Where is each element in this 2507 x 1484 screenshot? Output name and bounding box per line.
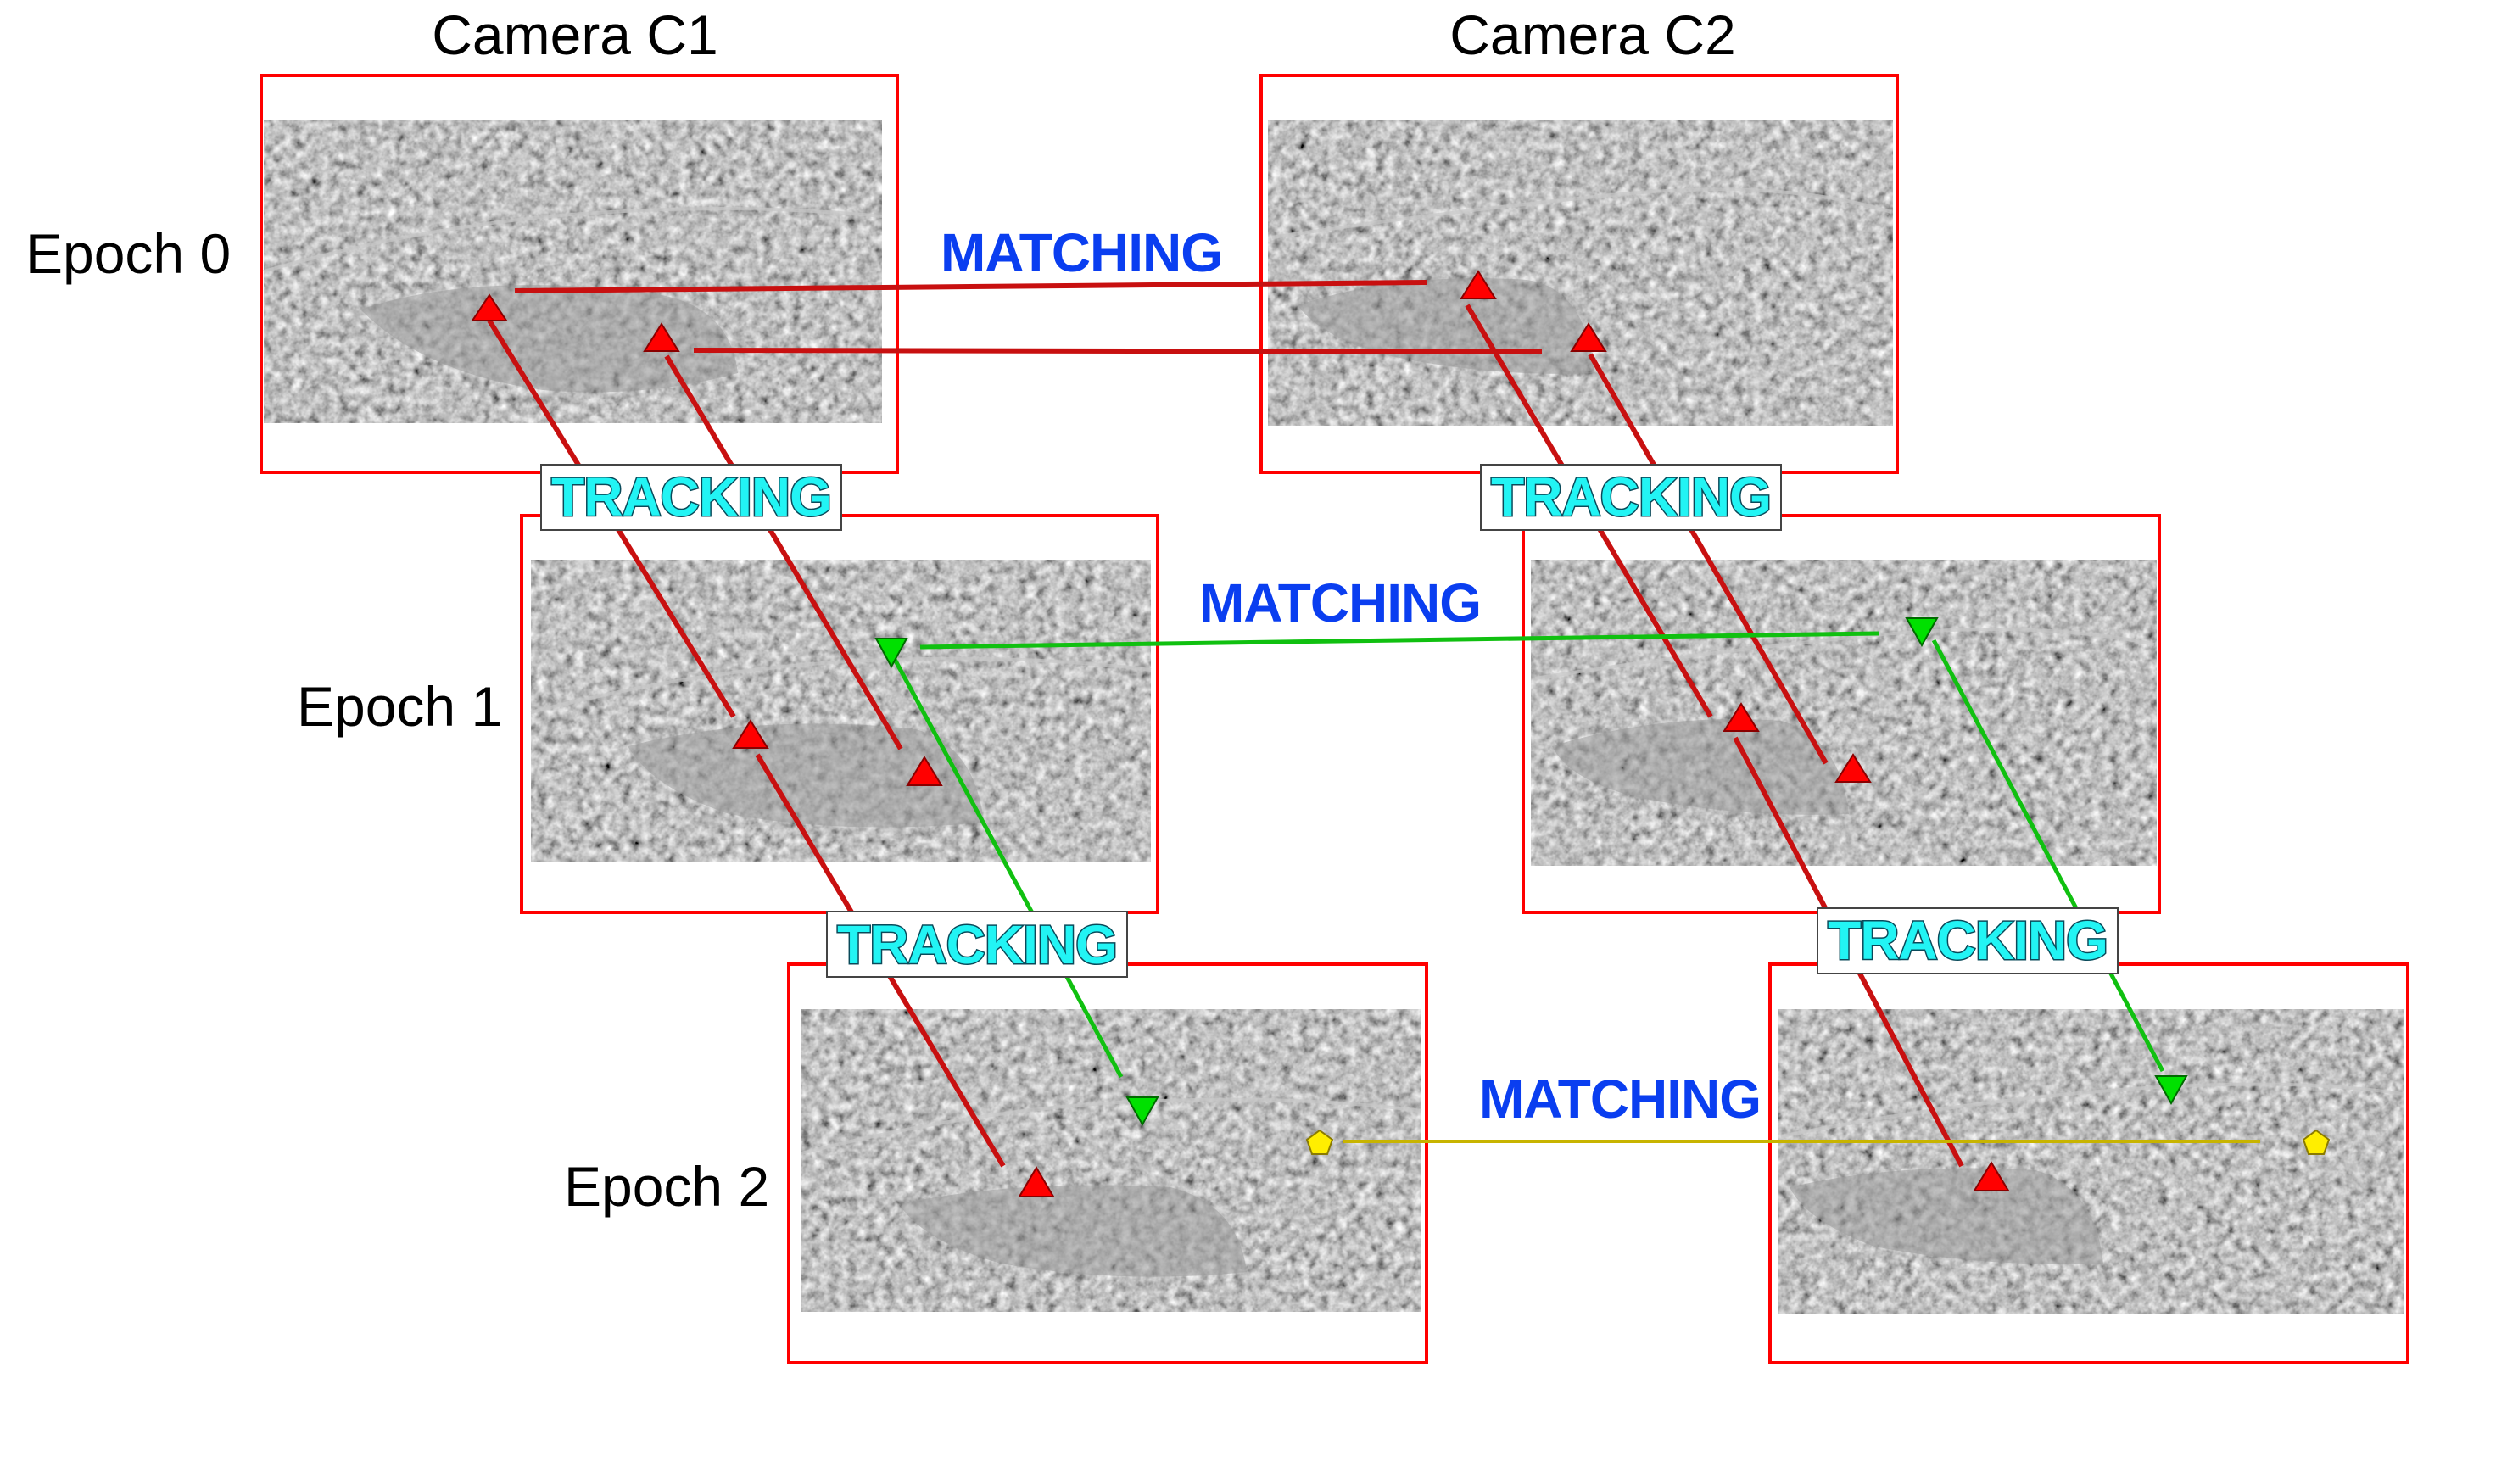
camera-c2-title: Camera C2 [1449, 3, 1735, 66]
green-triangle-marker [2154, 1075, 2188, 1106]
green-triangle-marker [1125, 1096, 1159, 1127]
frame-c2-epoch2 [1768, 962, 2409, 1364]
tracking-box-c2-e0: TRACKING [1480, 464, 1782, 531]
red-triangle-marker [1834, 753, 1872, 783]
red-triangle-marker [1723, 702, 1760, 732]
match-line-red-1 [514, 280, 1427, 293]
frame-c1-epoch1 [520, 514, 1159, 914]
yellow-pentagon-marker [1305, 1129, 1334, 1155]
red-triangle-marker [643, 322, 680, 352]
frame-c1-epoch2 [787, 962, 1428, 1364]
glacier-ice-tongue [360, 285, 738, 393]
red-triangle-marker [1570, 322, 1607, 352]
red-triangle-marker [906, 756, 943, 786]
epoch-2-label: Epoch 2 [564, 1155, 769, 1218]
red-triangle-marker [1018, 1166, 1055, 1197]
frame-c2-epoch1 [1522, 514, 2161, 914]
epoch-1-label: Epoch 1 [297, 675, 502, 738]
epoch-0-label: Epoch 0 [25, 222, 231, 285]
matching-label-epoch2: MATCHING [1479, 1068, 1761, 1130]
frame-c1-epoch0 [260, 74, 899, 474]
tracking-label: TRACKING [551, 466, 831, 527]
track-line-red-c1-b [664, 354, 903, 750]
glacier-ice-tongue [1552, 719, 1849, 815]
glacier-moraine [1534, 628, 2155, 680]
tracking-box-c1-e1: TRACKING [826, 911, 1128, 978]
red-triangle-marker [1460, 270, 1497, 299]
glacier-moraine [263, 207, 883, 273]
green-triangle-marker [874, 638, 908, 669]
glacier-moraine [801, 1097, 1422, 1155]
green-triangle-marker [1905, 617, 1939, 648]
tracking-label: TRACKING [1491, 466, 1771, 527]
glacier-ice-tongue [1790, 1168, 2103, 1264]
tracking-box-c1-e0: TRACKING [540, 464, 842, 531]
track-line-green-c2 [1931, 639, 2165, 1073]
match-line-green [919, 631, 1879, 650]
glacier-ice-tongue [628, 723, 984, 828]
glacier-image [1268, 120, 1893, 426]
glacier-image [1778, 1009, 2404, 1314]
red-triangle-marker [471, 293, 508, 321]
matching-label-epoch0: MATCHING [941, 222, 1222, 283]
yellow-pentagon-marker [2302, 1129, 2331, 1155]
glacier-moraine [1271, 187, 1892, 239]
frame-c2-epoch0 [1259, 74, 1899, 474]
tracking-box-c2-e1: TRACKING [1817, 907, 2119, 974]
track-line-green-c1 [890, 653, 1124, 1079]
match-line-red-2 [693, 348, 1543, 354]
camera-c1-title: Camera C1 [432, 3, 717, 66]
glacier-ice-tongue [899, 1185, 1247, 1277]
tracking-label: TRACKING [1828, 910, 2108, 971]
glacier-image [1531, 560, 2157, 866]
red-triangle-marker [732, 719, 769, 749]
red-triangle-marker [1973, 1161, 2010, 1191]
matching-label-epoch1: MATCHING [1199, 572, 1481, 633]
track-line-red-c2-b [1588, 353, 1829, 765]
glacier-moraine [1780, 1082, 2404, 1138]
tracking-label: TRACKING [837, 914, 1117, 975]
